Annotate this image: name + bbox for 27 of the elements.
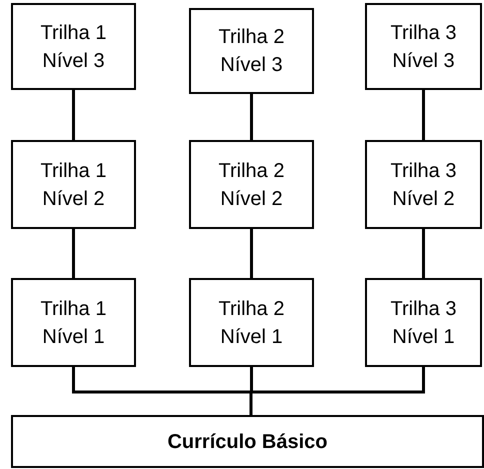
box-label: Trilha 1 Nível 3	[40, 20, 108, 74]
base-box	[11, 415, 484, 468]
track-box	[11, 278, 136, 367]
track-box	[11, 3, 136, 90]
connector-line	[250, 367, 425, 415]
connector-line	[72, 90, 75, 140]
connector-line	[250, 229, 253, 278]
box-label: Trilha 2 Nível 2	[218, 158, 286, 212]
box-label: Trilha 3 Nível 1	[390, 296, 458, 350]
track-box	[189, 8, 314, 94]
box-label: Trilha 1 Nível 1	[40, 296, 108, 350]
track-box	[189, 140, 314, 229]
connector-line	[250, 94, 253, 140]
box-label: Trilha 2 Nível 3	[218, 25, 286, 78]
box-label: Trilha 2 Nível 1	[218, 296, 286, 350]
box-label: Trilha 3 Nível 3	[390, 20, 458, 74]
track-box	[11, 140, 136, 229]
box-label: Trilha 3 Nível 2	[390, 158, 458, 212]
connector-line	[422, 229, 425, 278]
box-label: Currículo Básico	[167, 430, 328, 454]
box-label: Trilha 1 Nível 2	[40, 158, 108, 212]
track-box	[365, 3, 482, 90]
connector-line	[72, 229, 75, 278]
connector-line	[422, 90, 425, 140]
track-box	[365, 278, 482, 367]
track-box	[365, 140, 482, 229]
track-box	[189, 278, 314, 367]
